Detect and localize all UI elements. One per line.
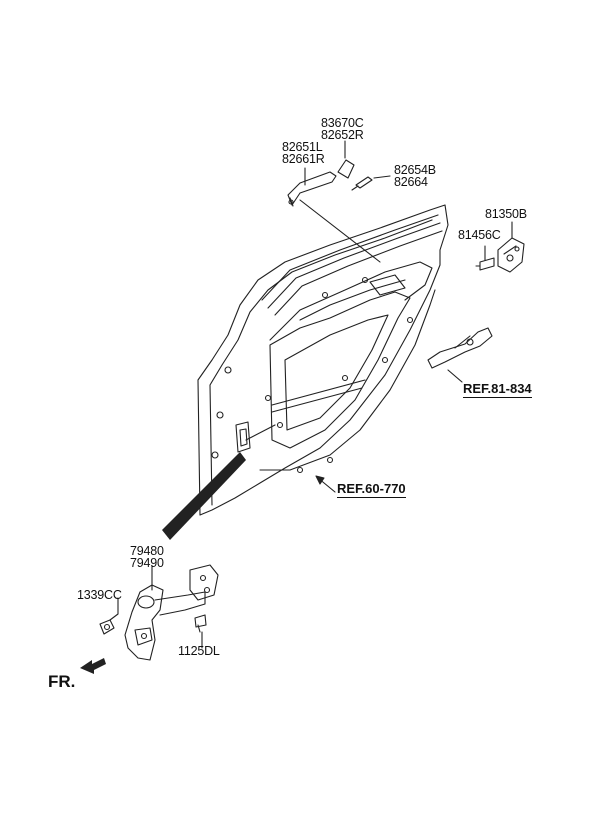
- door-checker: [124, 564, 219, 661]
- label-82651L: 82651L: [282, 140, 323, 154]
- front-direction-label: FR.: [48, 672, 76, 691]
- label-1125DL: 1125DL: [178, 644, 220, 658]
- leader-wedge: [162, 452, 246, 540]
- nut-1339CC: [99, 619, 115, 635]
- label-81350B: 81350B: [485, 207, 527, 221]
- label-1339CC: 1339CC: [77, 588, 122, 602]
- leader-82654B: [373, 175, 391, 179]
- leader-ref-lock: [447, 369, 463, 383]
- label-79480: 79480: [130, 544, 164, 558]
- label-82652R: 82652R: [321, 128, 364, 142]
- ref-door-arrow-head: [315, 475, 325, 485]
- bolt-1125DL: [194, 614, 207, 633]
- label-82654B: 82654B: [394, 163, 436, 177]
- label-82661R: 82661R: [282, 152, 325, 166]
- label-82664: 82664: [394, 175, 428, 189]
- outside-handle: [287, 159, 373, 207]
- door-lock-part: [475, 237, 525, 273]
- fr-arrow-icon: [80, 658, 106, 674]
- leader-line: [245, 424, 276, 441]
- ref-door-label[interactable]: REF.60-770: [337, 481, 406, 498]
- ref-lock-label[interactable]: REF.81-834: [463, 381, 532, 398]
- label-79490: 79490: [130, 556, 164, 570]
- label-81456C: 81456C: [458, 228, 501, 242]
- handle-leader: [299, 199, 381, 263]
- leader-1339CC: [109, 597, 119, 621]
- lock-cable: [427, 327, 493, 369]
- label-83670C: 83670C: [321, 116, 364, 130]
- door-panel: [197, 204, 449, 516]
